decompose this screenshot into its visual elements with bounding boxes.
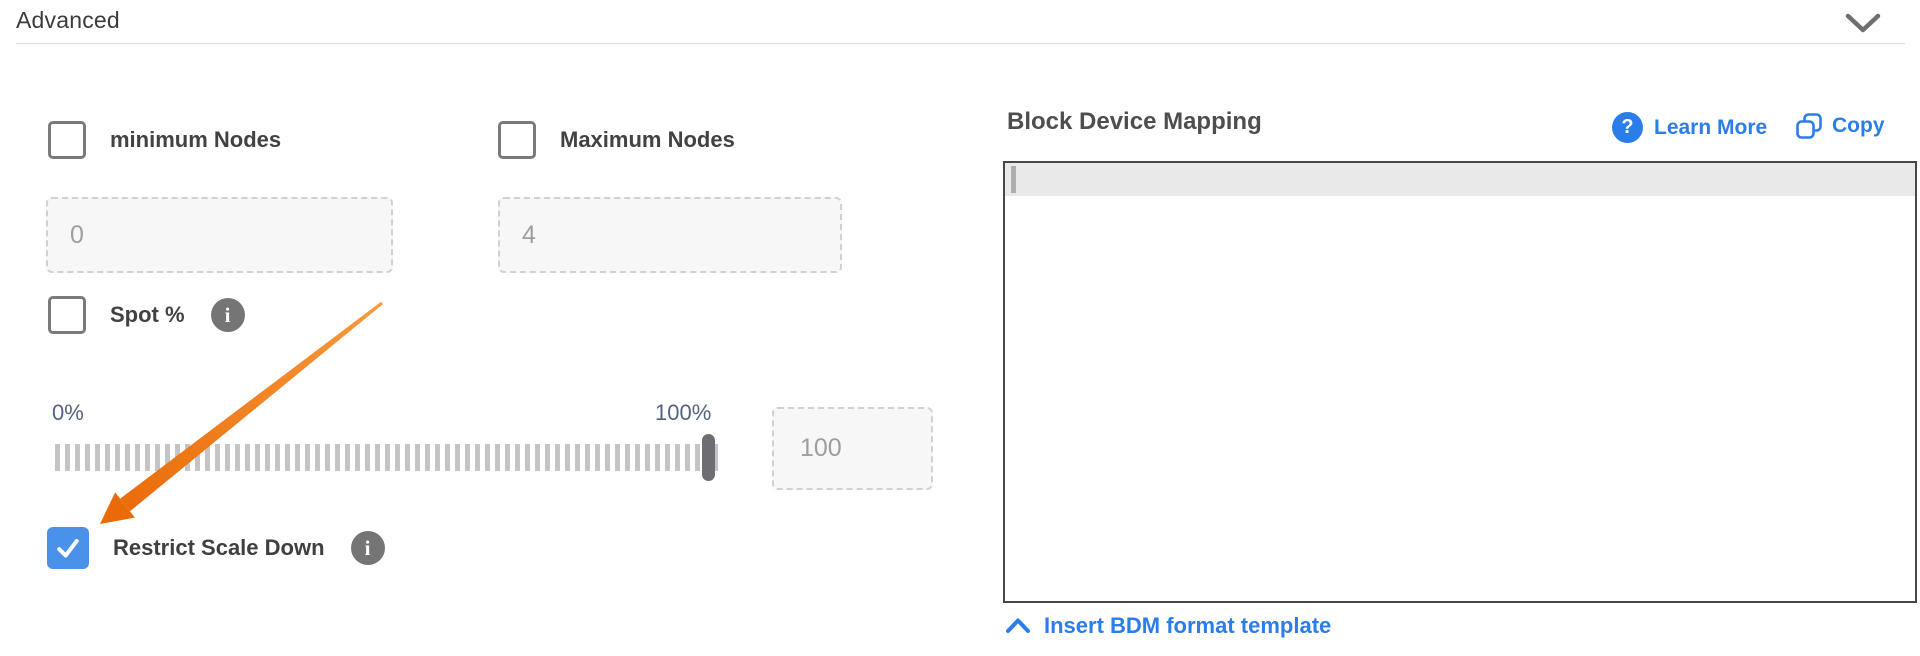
question-circle-icon: ?	[1612, 112, 1643, 143]
info-icon[interactable]: i	[210, 298, 245, 332]
maximum-nodes-checkbox-group: Maximum Nodes	[498, 121, 735, 159]
section-title: Advanced	[16, 7, 120, 33]
spot-percentage-input[interactable]	[772, 407, 933, 490]
learn-more-link[interactable]: ? Learn More	[1612, 112, 1767, 143]
minimum-nodes-checkbox-group: minimum Nodes	[48, 121, 281, 159]
slider-min-label: 0%	[52, 400, 84, 425]
minimum-nodes-checkbox[interactable]	[48, 121, 86, 159]
chevron-down-icon[interactable]	[1845, 11, 1881, 35]
copy-button[interactable]: Copy	[1795, 112, 1885, 140]
spot-percentage-slider-track[interactable]	[55, 444, 718, 471]
chevron-up-icon	[1006, 618, 1030, 633]
spot-percent-checkbox-group: Spot % i	[48, 296, 245, 334]
info-icon[interactable]: i	[350, 531, 385, 565]
spot-percent-checkbox[interactable]	[48, 296, 86, 334]
insert-bdm-template-link[interactable]: Insert BDM format template	[1004, 607, 1331, 645]
learn-more-label: Learn More	[1654, 115, 1768, 139]
copy-label: Copy	[1832, 114, 1885, 137]
checkmark-icon	[57, 539, 79, 558]
maximum-nodes-input[interactable]	[498, 197, 842, 273]
section-divider	[16, 43, 1905, 44]
maximum-nodes-label: Maximum Nodes	[560, 127, 735, 152]
minimum-nodes-label: minimum Nodes	[110, 127, 282, 152]
slider-handle[interactable]	[702, 434, 715, 481]
slider-max-label: 100%	[655, 400, 712, 425]
restrict-scale-down-label: Restrict Scale Down	[113, 535, 325, 560]
maximum-nodes-checkbox[interactable]	[498, 121, 536, 159]
insert-bdm-template-label: Insert BDM format template	[1044, 613, 1332, 638]
block-device-mapping-title: Block Device Mapping	[1007, 108, 1262, 135]
restrict-scale-down-checkbox[interactable]	[47, 527, 89, 569]
editor-cursor	[1011, 166, 1016, 193]
editor-active-line	[1005, 163, 1915, 196]
annotation-arrow	[100, 301, 383, 524]
spot-percent-label: Spot %	[110, 302, 185, 327]
copy-icon	[1796, 113, 1822, 139]
minimum-nodes-input[interactable]	[46, 197, 393, 273]
block-device-mapping-editor[interactable]	[1003, 161, 1917, 603]
restrict-scale-down-checkbox-group: Restrict Scale Down i	[47, 527, 385, 569]
